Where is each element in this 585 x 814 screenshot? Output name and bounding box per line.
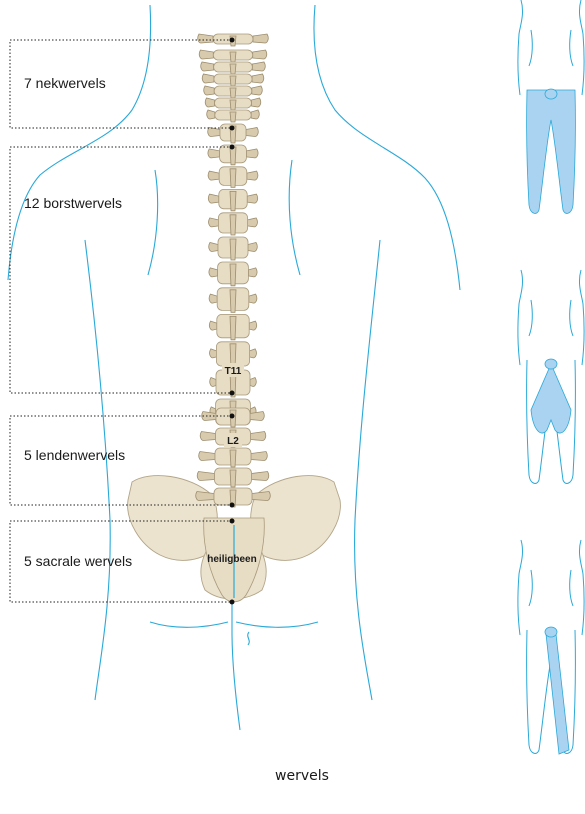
cervical-vertebra-4 — [202, 74, 264, 86]
inset-figure-narrow-strip — [518, 540, 584, 754]
region-label-thoracic: 12 borstwervels — [24, 195, 122, 211]
sacrum-label: heiligbeen — [207, 554, 256, 565]
cervical-vertebra-3 — [201, 62, 266, 74]
thoracic-vertebra-6 — [209, 237, 258, 260]
cervical-vertebra-5 — [204, 86, 263, 98]
lumbar-vertebra-3 — [199, 448, 268, 467]
region-label-cervical: 7 nekwervels — [24, 75, 106, 91]
thoracic-vertebra-7 — [209, 262, 257, 286]
t11-label: T11 — [225, 366, 242, 377]
region-bracket-thoracic: 12 borstwervels — [10, 145, 235, 396]
cervical-vertebra-6 — [205, 98, 261, 110]
thoracic-vertebra-3 — [208, 167, 258, 188]
region-label-sacral: 5 sacrale wervels — [24, 553, 132, 569]
l2-label: L2 — [227, 436, 239, 447]
figure-caption: wervels — [275, 768, 329, 784]
lumbar-vertebra-4 — [197, 468, 269, 487]
thoracic-vertebra-4 — [208, 189, 257, 210]
thoracic-vertebra-8 — [209, 288, 257, 313]
inset-figure-buttock-wedge — [518, 270, 584, 483]
inset-figure-legs-shaded — [518, 0, 584, 213]
cervical-vertebra-7 — [207, 110, 260, 122]
region-label-lumbar: 5 lendenwervels — [24, 447, 125, 463]
cervical-vertebra-2 — [199, 50, 267, 62]
thoracic-vertebra-9 — [209, 314, 256, 339]
thoracic-vertebra-5 — [209, 213, 258, 235]
